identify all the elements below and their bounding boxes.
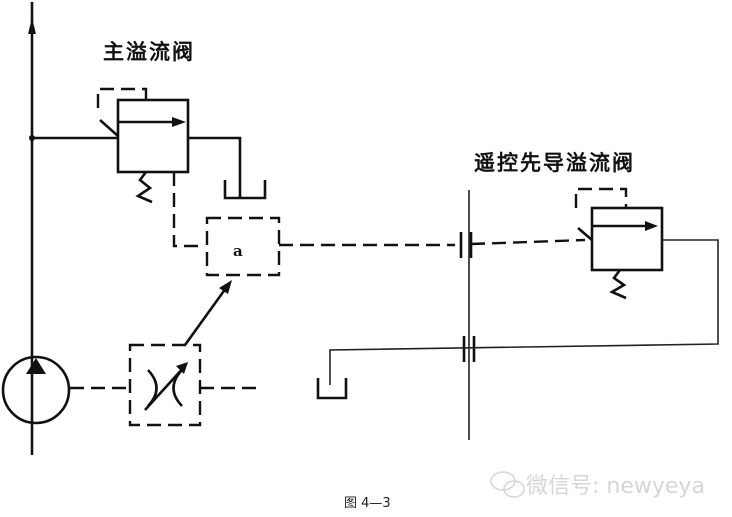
main-pressure-line [28,2,118,455]
figure-caption: 图 4—3 [344,496,391,511]
throttle-symbol [128,280,256,427]
valve-a-symbol [205,216,455,277]
valve-a-label: a [233,242,245,260]
main-relief-valve-symbol [96,87,267,248]
remote-pilot-valve-symbol [316,187,719,400]
remote-line [459,190,586,440]
remote-pilot-relief-valve-label: 遥控先导溢流阀 [474,150,635,175]
watermark: 微信号: newyeya [526,474,705,499]
wechat-icon [490,471,525,498]
main-relief-valve-label: 主溢流阀 [103,39,195,64]
pump-symbol [1,355,130,425]
